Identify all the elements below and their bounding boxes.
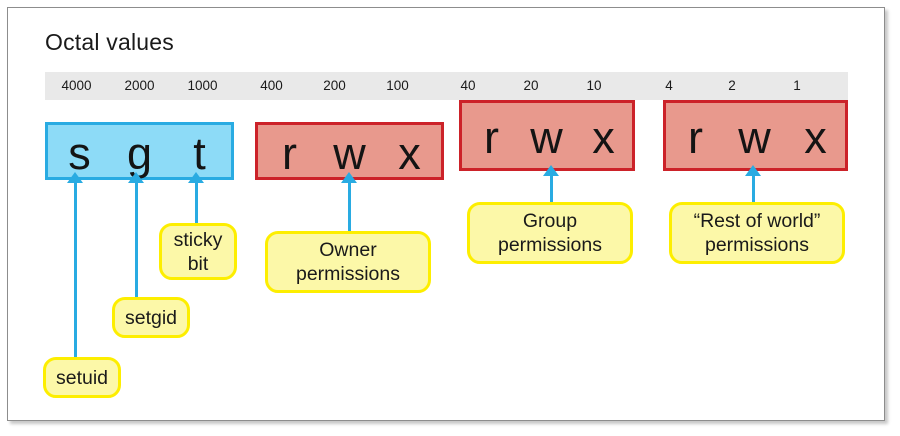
arrow-line-sticky-bit	[194, 182, 198, 224]
arrow-line-group	[549, 175, 553, 203]
callout-sticky-bit: sticky bit	[159, 223, 237, 280]
permission-letter-owner-x: x	[398, 128, 421, 179]
arrow-line-owner	[347, 182, 351, 232]
arrow-head-setgid	[128, 172, 144, 183]
octal-value-2000: 2000	[124, 78, 155, 93]
octal-value-1000: 1000	[187, 78, 218, 93]
diagram-title: Octal values	[45, 29, 174, 55]
permission-letter-t: t	[193, 128, 206, 179]
arrow-head-setuid	[67, 172, 83, 183]
permission-letter-group-x: x	[592, 112, 615, 163]
octal-value-4000: 4000	[61, 78, 92, 93]
octal-value-1: 1	[793, 78, 801, 93]
callout-rest-of-world-permissions: “Rest of world” permissions	[669, 202, 845, 264]
arrow-line-other	[751, 175, 755, 203]
octal-value-10: 10	[586, 78, 602, 93]
permission-letter-group-w: w	[530, 112, 563, 163]
octal-value-200: 200	[323, 78, 346, 93]
callout-setuid: setuid	[43, 357, 121, 398]
permission-letter-g: g	[126, 128, 153, 179]
permission-group-special-bits: s g t	[45, 122, 234, 180]
octal-value-100: 100	[386, 78, 409, 93]
octal-value-400: 400	[260, 78, 283, 93]
permission-group-owner: r w x	[255, 122, 444, 180]
arrow-head-sticky-bit	[188, 172, 204, 183]
permission-letter-group-r: r	[484, 112, 499, 163]
permission-group-group: r w x	[459, 100, 635, 171]
callout-setgid: setgid	[112, 297, 190, 338]
permission-letter-owner-w: w	[333, 128, 366, 179]
permission-letter-other-r: r	[688, 112, 703, 163]
arrow-line-setgid	[134, 182, 138, 298]
permission-letter-owner-r: r	[282, 128, 297, 179]
callout-owner-permissions: Owner permissions	[265, 231, 431, 293]
arrow-line-setuid	[73, 182, 77, 358]
callout-group-permissions: Group permissions	[467, 202, 633, 264]
octal-value-40: 40	[460, 78, 476, 93]
permission-letter-s: s	[68, 128, 91, 179]
octal-value-4: 4	[665, 78, 673, 93]
octal-value-20: 20	[523, 78, 539, 93]
octal-values-bar: 4000 2000 1000 400 200 100 40 20 10 4 2 …	[45, 72, 848, 100]
permission-group-other: r w x	[663, 100, 848, 171]
permission-letter-other-w: w	[738, 112, 771, 163]
arrow-head-owner	[341, 172, 357, 183]
arrow-head-other	[745, 165, 761, 176]
arrow-head-group	[543, 165, 559, 176]
octal-value-2: 2	[728, 78, 736, 93]
permission-letter-other-x: x	[804, 112, 827, 163]
